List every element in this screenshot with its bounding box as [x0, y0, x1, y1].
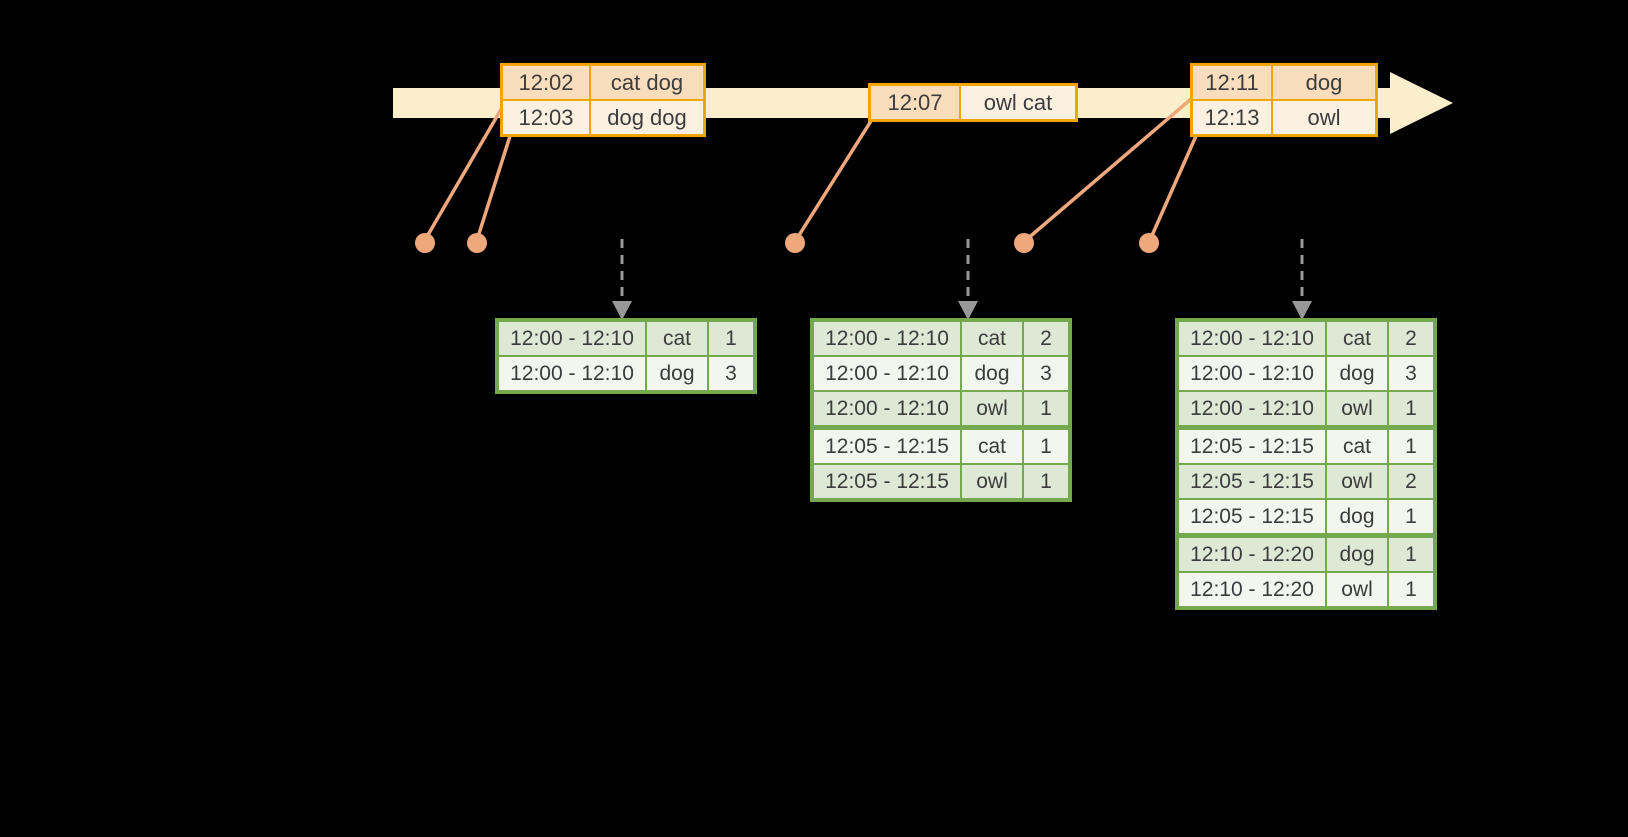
event-data-cell: dog dog: [591, 101, 703, 134]
table-row: 12:00 - 12:10 dog 3: [499, 357, 753, 390]
count-cell: 1: [1389, 573, 1433, 606]
count-cell: 1: [1389, 392, 1433, 425]
window-cell: 12:00 - 12:10: [814, 357, 960, 390]
count-cell: 3: [709, 357, 753, 390]
word-cell: cat: [962, 322, 1022, 355]
word-cell: owl: [1327, 392, 1387, 425]
event-time-cell: 12:03: [503, 101, 589, 134]
table-row: 12:05 - 12:15 owl 1: [814, 465, 1068, 498]
event-time-cell: 12:11: [1193, 66, 1271, 99]
event-dot-icon: [467, 233, 487, 253]
window-cell: 12:00 - 12:10: [1179, 392, 1325, 425]
count-cell: 2: [1024, 322, 1068, 355]
count-cell: 1: [709, 322, 753, 355]
window-cell: 12:00 - 12:10: [814, 322, 960, 355]
event-time-cell: 12:02: [503, 66, 589, 99]
word-cell: cat: [1327, 430, 1387, 463]
event-table-3: 12:11 dog 12:13 owl: [1190, 63, 1378, 137]
table-row: 12:13 owl: [1193, 101, 1375, 134]
count-cell: 2: [1389, 322, 1433, 355]
event-data-cell: owl: [1273, 101, 1375, 134]
event-dot-icon: [415, 233, 435, 253]
word-cell: owl: [1327, 465, 1387, 498]
word-cell: dog: [1327, 538, 1387, 571]
event-table-2: 12:07 owl cat: [868, 83, 1078, 122]
event-connector-line: [1024, 97, 1193, 242]
table-row: 12:00 - 12:10 cat 1: [499, 322, 753, 355]
result-table-3: 12:00 - 12:10 cat 2 12:00 - 12:10 dog 3 …: [1175, 318, 1437, 610]
table-row: 12:00 - 12:10 owl 1: [814, 392, 1068, 425]
table-row: 12:00 - 12:10 dog 3: [814, 357, 1068, 390]
event-dot-icon: [785, 233, 805, 253]
window-cell: 12:05 - 12:15: [1179, 465, 1325, 498]
timeline-arrowhead-icon: [1390, 72, 1453, 134]
count-cell: 2: [1389, 465, 1433, 498]
word-cell: dog: [962, 357, 1022, 390]
event-connector-line: [794, 119, 873, 242]
table-row: 12:05 - 12:15 cat 1: [1179, 430, 1433, 463]
event-time-cell: 12:07: [871, 86, 959, 119]
table-row: 12:00 - 12:10 owl 1: [1179, 392, 1433, 425]
result-table-2: 12:00 - 12:10 cat 2 12:00 - 12:10 dog 3 …: [810, 318, 1072, 502]
event-connector-line: [1148, 134, 1198, 242]
table-row: 12:10 - 12:20 dog 1: [1179, 538, 1433, 571]
window-cell: 12:10 - 12:20: [1179, 573, 1325, 606]
word-cell: owl: [962, 392, 1022, 425]
event-data-cell: owl cat: [961, 86, 1075, 119]
count-cell: 3: [1024, 357, 1068, 390]
window-cell: 12:00 - 12:10: [1179, 322, 1325, 355]
trigger-arrowhead-icon: [958, 301, 978, 320]
word-cell: dog: [1327, 500, 1387, 533]
event-data-cell: cat dog: [591, 66, 703, 99]
word-cell: owl: [962, 465, 1022, 498]
table-row: 12:00 - 12:10 cat 2: [814, 322, 1068, 355]
count-cell: 1: [1389, 500, 1433, 533]
table-row: 12:05 - 12:15 dog 1: [1179, 500, 1433, 533]
table-row: 12:05 - 12:15 owl 2: [1179, 465, 1433, 498]
word-cell: dog: [647, 357, 707, 390]
count-cell: 3: [1389, 357, 1433, 390]
window-cell: 12:05 - 12:15: [814, 430, 960, 463]
table-row: 12:07 owl cat: [871, 86, 1075, 119]
window-cell: 12:00 - 12:10: [1179, 357, 1325, 390]
word-cell: owl: [1327, 573, 1387, 606]
event-table-1: 12:02 cat dog 12:03 dog dog: [500, 63, 706, 137]
event-connector-line: [423, 104, 505, 242]
count-cell: 1: [1024, 430, 1068, 463]
event-dot-icon: [1139, 233, 1159, 253]
window-cell: 12:00 - 12:10: [499, 322, 645, 355]
table-row: 12:02 cat dog: [503, 66, 703, 99]
word-cell: dog: [1327, 357, 1387, 390]
word-cell: cat: [1327, 322, 1387, 355]
event-dot-icon: [1014, 233, 1034, 253]
window-cell: 12:00 - 12:10: [499, 357, 645, 390]
table-row: 12:11 dog: [1193, 66, 1375, 99]
count-cell: 1: [1024, 392, 1068, 425]
window-cell: 12:05 - 12:15: [814, 465, 960, 498]
window-cell: 12:00 - 12:10: [814, 392, 960, 425]
trigger-arrowhead-icon: [1292, 301, 1312, 320]
result-table-1: 12:00 - 12:10 cat 1 12:00 - 12:10 dog 3: [495, 318, 757, 394]
word-cell: cat: [962, 430, 1022, 463]
event-data-cell: dog: [1273, 66, 1375, 99]
table-row: 12:05 - 12:15 cat 1: [814, 430, 1068, 463]
count-cell: 1: [1389, 538, 1433, 571]
count-cell: 1: [1024, 465, 1068, 498]
table-row: 12:03 dog dog: [503, 101, 703, 134]
event-time-cell: 12:13: [1193, 101, 1271, 134]
word-cell: cat: [647, 322, 707, 355]
event-connector-line: [475, 134, 512, 242]
table-row: 12:00 - 12:10 cat 2: [1179, 322, 1433, 355]
window-cell: 12:10 - 12:20: [1179, 538, 1325, 571]
table-row: 12:10 - 12:20 owl 1: [1179, 573, 1433, 606]
table-row: 12:00 - 12:10 dog 3: [1179, 357, 1433, 390]
window-cell: 12:05 - 12:15: [1179, 500, 1325, 533]
trigger-arrowhead-icon: [612, 301, 632, 320]
window-cell: 12:05 - 12:15: [1179, 430, 1325, 463]
count-cell: 1: [1389, 430, 1433, 463]
